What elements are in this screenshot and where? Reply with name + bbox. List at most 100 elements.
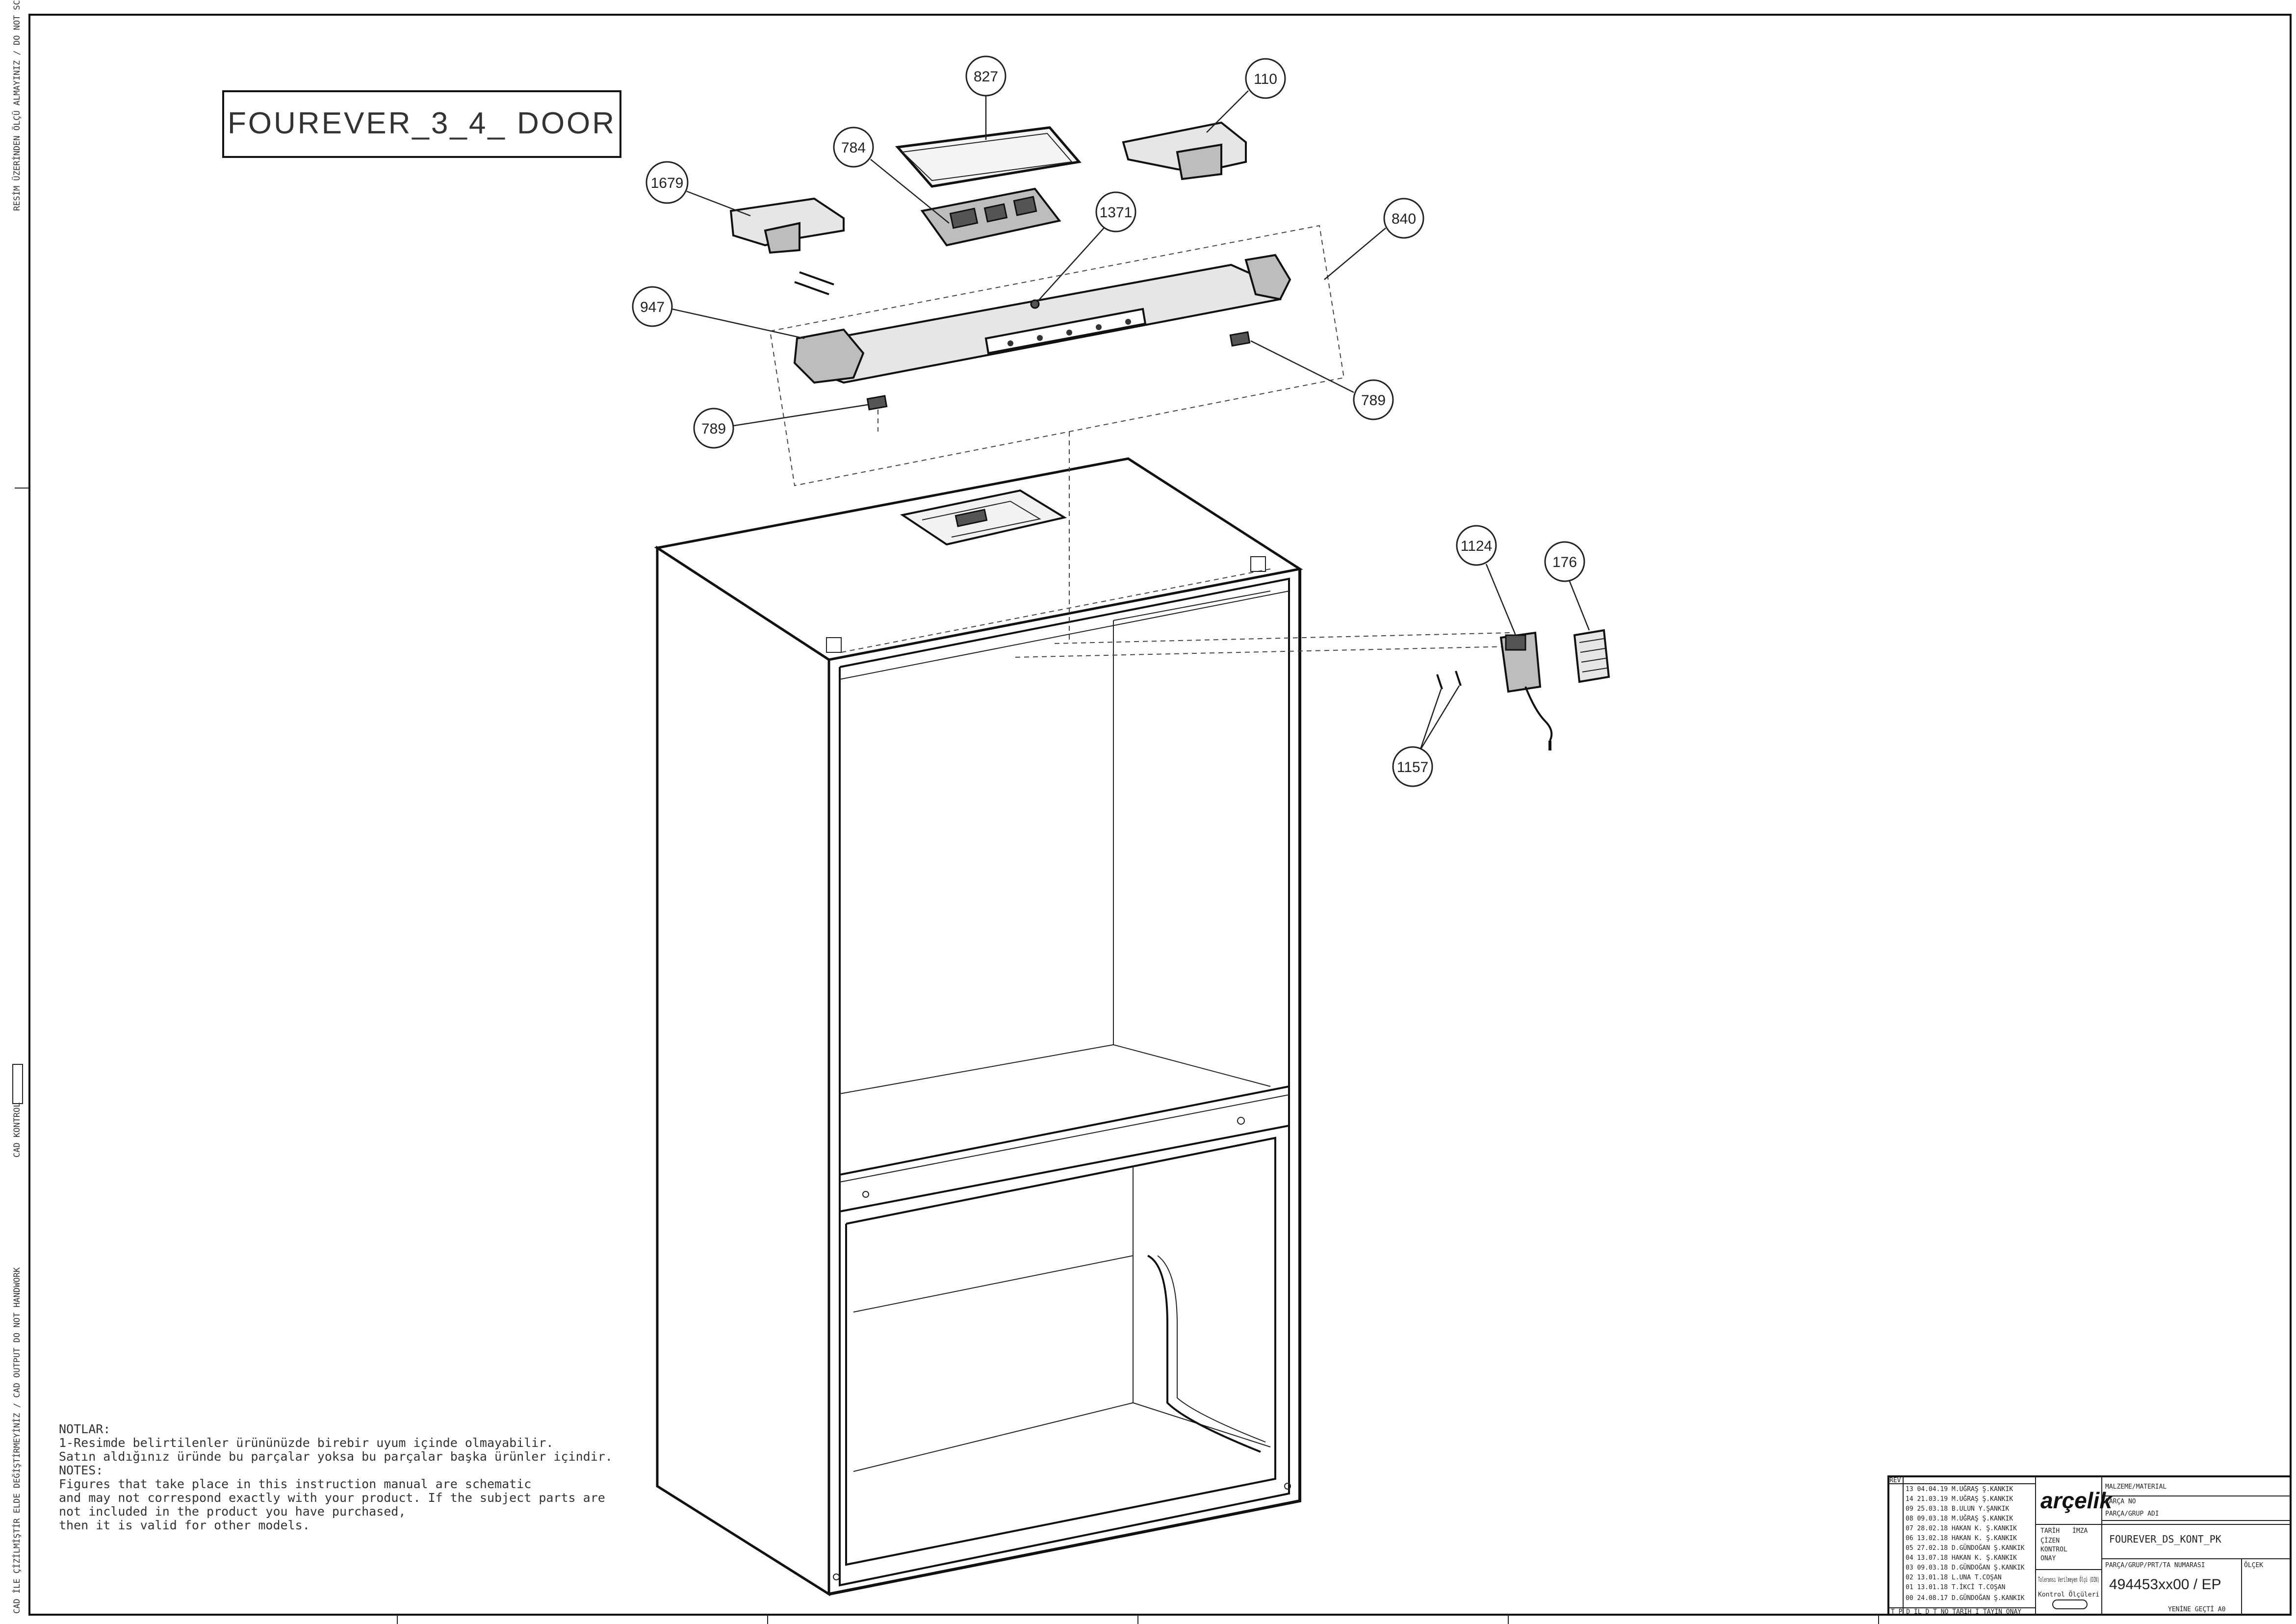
approve-label: ÇİZEN — [2040, 1537, 2060, 1545]
pcb-cover-rim — [901, 132, 1073, 181]
callout-947: 947 — [632, 286, 805, 339]
front-frame-inner — [839, 577, 1290, 1587]
rev-header: REV — [1889, 1477, 1901, 1484]
display-led — [1125, 319, 1131, 325]
small-clip — [1030, 299, 1040, 309]
callout-1371: 1371 — [1037, 191, 1136, 302]
sheet-border — [28, 14, 2292, 1616]
upper-compartment-floor-back — [1113, 1044, 1271, 1087]
callout-1371-label: 1371 — [1100, 205, 1133, 221]
revision-row: 02 13.01.18 L.UNA T.COŞAN — [1906, 1574, 2002, 1581]
note-line: and may not correspond exactly with your… — [59, 1491, 605, 1505]
approve-label: KONTROL — [2040, 1546, 2067, 1553]
sheet-size: YENİNE GEÇTİ A0 — [2168, 1605, 2225, 1613]
top-control-housing-detail — [922, 500, 1041, 538]
revision-row: 04 13.07.18 HAKAN K. Ş.KANKIK — [1906, 1554, 2017, 1562]
drawing-no-label: PARÇA/GRUP/PRT/TA NUMARASI — [2105, 1562, 2205, 1569]
hinge-cover-right — [1122, 121, 1247, 180]
top-control-slot — [955, 509, 988, 527]
side-axis-line — [1015, 646, 1511, 658]
switch-cover-body — [1573, 629, 1610, 683]
fixing-clip-right — [1229, 331, 1251, 347]
display-led — [1066, 330, 1072, 335]
callout-840: 840 — [1324, 198, 1424, 280]
side-axis-line — [1054, 632, 1511, 644]
revision-row: 00 24.08.17 D.GÜNDOĞAN Ş.KANKIK — [1906, 1594, 2025, 1602]
note-line: Satın aldığınız üründe bu parçalar yoksa… — [59, 1449, 613, 1464]
cabinet-left-face — [656, 545, 830, 1597]
callout-784: 784 — [833, 127, 950, 224]
hinge-cover-left — [729, 197, 845, 295]
cabinet-front-right-edge — [828, 569, 1301, 1596]
callout-827-label: 827 — [974, 69, 998, 85]
callout-827: 827 — [965, 55, 1006, 140]
callout-789-right: 789 — [1250, 340, 1394, 420]
material-label: MALZEME/MATERIAL — [2105, 1483, 2167, 1491]
revision-rows: 13 04.04.19 M.UĞRAŞ Ş.KANKIK 14 21.03.19… — [1906, 1485, 2025, 1602]
date-label: TARİH — [2040, 1527, 2060, 1535]
note-line: Figures that take place in this instruct… — [59, 1477, 531, 1491]
revision-row: 01 13.01.18 T.İKCİ T.COŞAN — [1906, 1583, 2006, 1591]
hinge-pin — [794, 281, 829, 295]
pcb-component — [983, 203, 1008, 223]
tolerance-label: Toleransı Verilmeyen Ölçü (DIN) — [2038, 1575, 2099, 1584]
lower-compartment-shelf — [853, 1255, 1134, 1313]
mullion-line — [839, 1094, 1290, 1183]
pcb-cover — [895, 126, 1082, 188]
lower-compartment-duct-inner — [1157, 1255, 1266, 1443]
display-led — [1007, 340, 1013, 346]
brand-logo: arçelik — [2040, 1488, 2113, 1513]
door-switch-cable — [1524, 686, 1553, 741]
note-line: NOTES: — [59, 1463, 103, 1477]
pcb-component — [949, 207, 979, 229]
door-switch-top — [1505, 634, 1526, 651]
callout-1679-label: 1679 — [651, 175, 684, 191]
drawing-title: FOUREVER_3_4_ DOOR — [228, 106, 616, 140]
control-label: Kontrol Ölçüleri — [2038, 1590, 2099, 1598]
upper-compartment-side — [1113, 591, 1271, 621]
callout-840-label: 840 — [1392, 211, 1416, 227]
revision-row: 03 09.03.18 D.GÜNDOĞAN Ş.KANKIK — [1906, 1563, 2025, 1572]
upper-compartment-floor-left — [839, 1044, 1114, 1094]
callout-110-label: 110 — [1254, 71, 1277, 87]
switch-cover-grid — [1579, 638, 1607, 672]
mullion-screw — [1237, 1117, 1245, 1125]
top-hinge-corner — [1250, 556, 1266, 572]
callout-1157-label: 1157 — [1397, 759, 1429, 775]
note-line: not included in the product you have pur… — [59, 1504, 406, 1519]
lower-compartment-frame — [845, 1136, 1276, 1566]
mullion-screw — [862, 1191, 869, 1198]
hinge-cover-left-body — [729, 197, 845, 247]
screw — [1455, 670, 1462, 686]
callout-789-right-label: 789 — [1361, 392, 1386, 409]
cabinet-screw — [833, 1573, 840, 1580]
lower-compartment-duct — [1147, 1255, 1261, 1453]
part-name: FOUREVER_DS_KONT_PK — [2109, 1533, 2221, 1545]
top-rivet-line — [841, 568, 1271, 653]
door-switch-assembly — [1499, 631, 1553, 750]
note-line: then it is valid for other models. — [59, 1518, 310, 1532]
revision-row: 05 27.02.18 D.GÜNDOĞAN Ş.KANKIK — [1906, 1544, 2025, 1552]
callout-176: 176 — [1544, 541, 1590, 631]
part-no-label: PARÇA NO — [2105, 1498, 2136, 1505]
callout-1124-label: 1124 — [1461, 538, 1493, 554]
bracket-end-right — [1244, 254, 1291, 301]
callout-947-label: 947 — [640, 299, 665, 315]
note-line: 1-Resimde belirtilenler ürününüzde bireb… — [59, 1436, 553, 1450]
callout-789-left-label: 789 — [701, 421, 726, 437]
main-pcb-board — [920, 187, 1061, 247]
part-name-label: PARÇA/GRUP ADI — [2105, 1510, 2159, 1518]
revision-row: 14 21.03.19 M.UĞRAŞ Ş.KANKIK — [1906, 1495, 2013, 1503]
revision-row: 07 28.02.18 HAKAN K. Ş.KANKIK — [1906, 1525, 2017, 1532]
rev-footer: T P D İL D_T_NO TARİH İ_TAYİN ONAY — [1891, 1608, 2021, 1616]
revision-row: 09 25.03.18 B.ULUN Y.ŞANKIK — [1906, 1505, 2009, 1513]
assembly-envelope — [769, 225, 1345, 487]
callout-176-label: 176 — [1552, 554, 1577, 570]
revision-row: 06 13.02.18 HAKAN K. Ş.KANKIK — [1906, 1535, 2017, 1542]
top-hinge-corner — [826, 637, 842, 653]
cad-control-box — [12, 1064, 23, 1104]
display-board-strip — [984, 308, 1147, 355]
control-bracket — [793, 254, 1291, 384]
revision-row: 08 09.03.18 M.UĞRAŞ Ş.KANKIK — [1906, 1515, 2013, 1522]
drawing-number: 494453xx00 / EP — [2109, 1576, 2221, 1593]
